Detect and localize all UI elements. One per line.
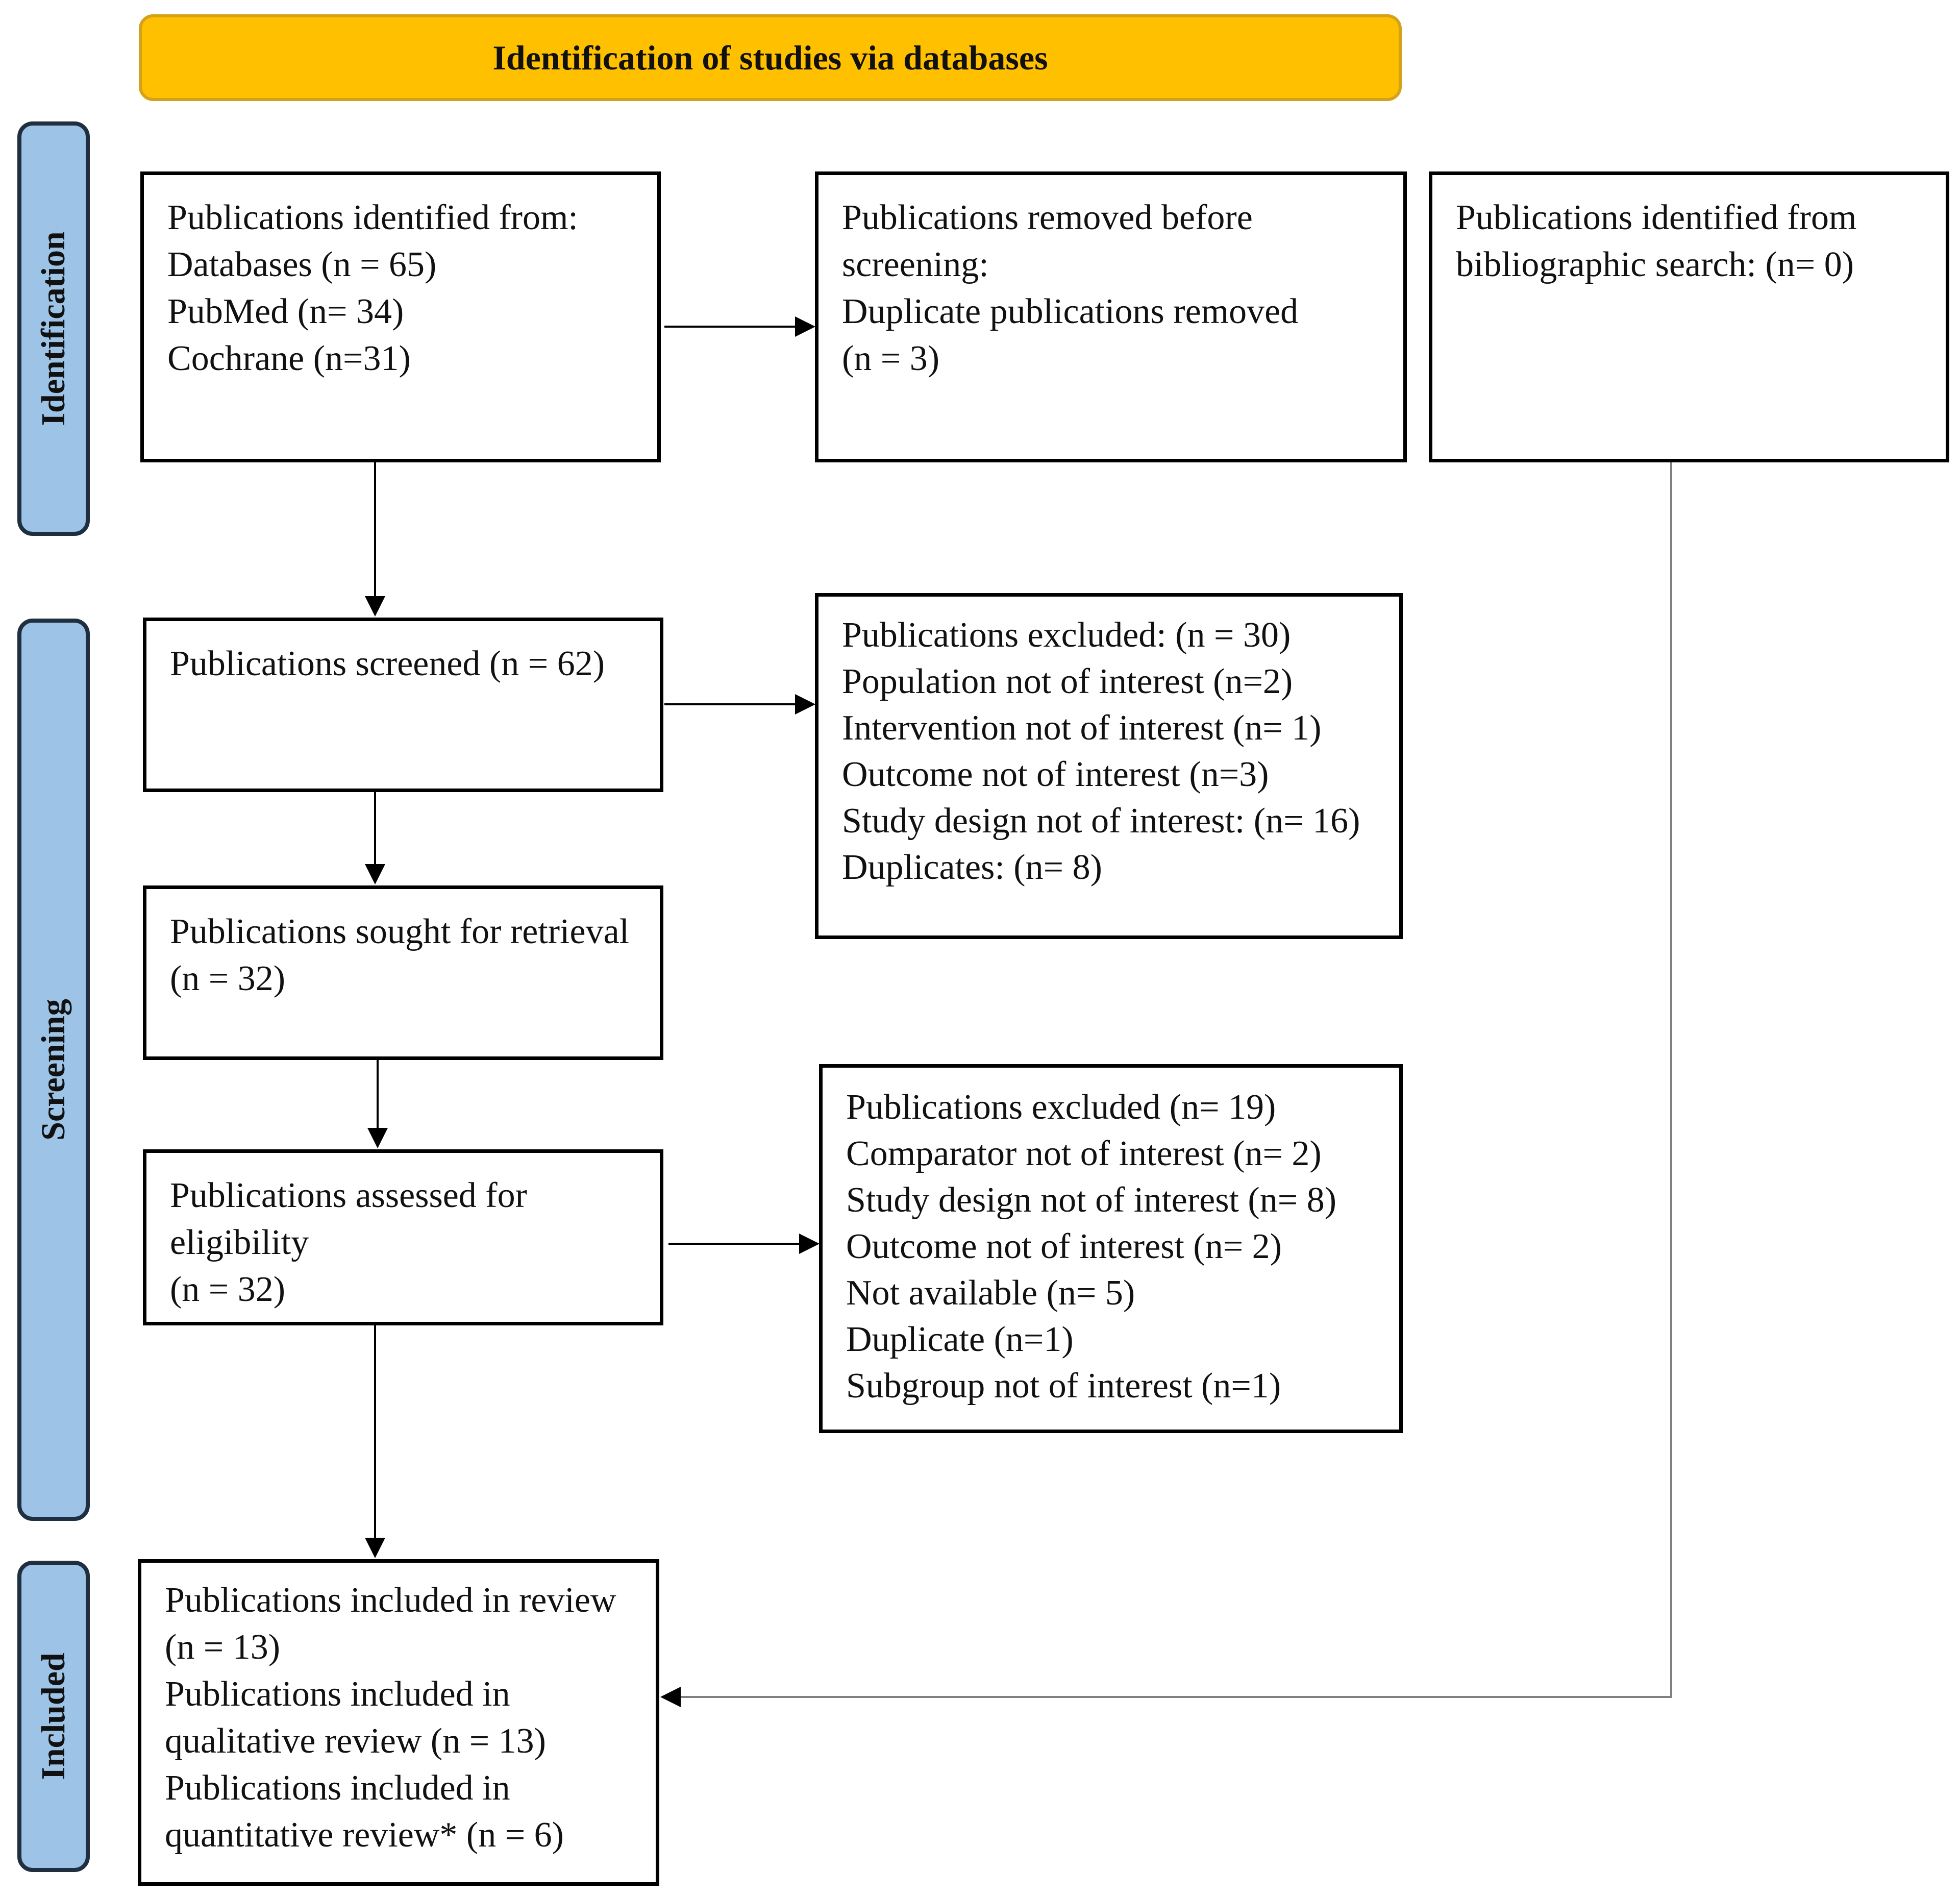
box-identified-line: Publications identified from: [167, 198, 578, 237]
box-bibliographic-line: Publications identified from [1456, 198, 1857, 237]
box-removed-line: Publications removed before [842, 198, 1253, 237]
box-screened: Publications screened (n = 62) [143, 618, 663, 792]
box-excluded-screening-line: Publications excluded: (n = 30) [842, 615, 1291, 655]
box-removed-line: screening: [842, 245, 989, 284]
stage-identification: Identification [17, 121, 90, 536]
box-removed: Publications removed before screening: D… [815, 171, 1407, 462]
box-excluded-eligibility-line: Duplicate (n=1) [846, 1320, 1074, 1359]
box-sought: Publications sought for retrieval (n = 3… [143, 885, 663, 1060]
box-removed-line: (n = 3) [842, 339, 940, 378]
box-identified-line: PubMed (n= 34) [167, 292, 404, 331]
box-assessed-line: Publications assessed for [170, 1176, 527, 1215]
box-screened-line: Publications screened (n = 62) [170, 644, 605, 683]
box-included-line: Publications included in review [165, 1581, 616, 1620]
box-bibliographic-line: bibliographic search: (n= 0) [1456, 245, 1854, 284]
box-removed-line: Duplicate publications removed [842, 292, 1299, 331]
box-excluded-eligibility-line: Publications excluded (n= 19) [846, 1088, 1276, 1127]
header-banner: Identification of studies via databases [139, 14, 1402, 101]
box-included: Publications included in review (n = 13)… [138, 1559, 659, 1886]
box-excluded-eligibility-line: Comparator not of interest (n= 2) [846, 1134, 1322, 1173]
box-sought-line: (n = 32) [170, 959, 286, 998]
box-excluded-screening-line: Intervention not of interest (n= 1) [842, 708, 1322, 748]
box-included-line: quantitative review* (n = 6) [165, 1815, 564, 1855]
box-excluded-eligibility-line: Outcome not of interest (n= 2) [846, 1227, 1282, 1266]
box-identified-line: Cochrane (n=31) [167, 339, 411, 378]
box-excluded-eligibility-line: Not available (n= 5) [846, 1273, 1135, 1313]
box-assessed-line: (n = 32) [170, 1270, 286, 1309]
box-sought-line: Publications sought for retrieval [170, 912, 630, 951]
box-excluded-eligibility: Publications excluded (n= 19) Comparator… [819, 1064, 1403, 1433]
arrow-bibliographic-to-included [660, 462, 1672, 1707]
box-excluded-eligibility-line: Subgroup not of interest (n=1) [846, 1366, 1281, 1406]
box-included-line: Publications included in [165, 1768, 510, 1808]
box-bibliographic: Publications identified from bibliograph… [1429, 171, 1949, 462]
box-included-line: Publications included in [165, 1675, 510, 1714]
box-excluded-screening-line: Study design not of interest: (n= 16) [842, 801, 1360, 841]
box-excluded-screening-line: Duplicates: (n= 8) [842, 848, 1102, 887]
box-assessed: Publications assessed for eligibility (n… [143, 1149, 663, 1325]
box-excluded-screening: Publications excluded: (n = 30) Populati… [815, 593, 1403, 939]
box-excluded-screening-line: Population not of interest (n=2) [842, 662, 1293, 701]
box-identified-line: Databases (n = 65) [167, 245, 437, 284]
box-identified: Publications identified from: Databases … [140, 171, 661, 462]
box-excluded-screening-line: Outcome not of interest (n=3) [842, 755, 1269, 794]
header-title: Identification of studies via databases [492, 38, 1048, 77]
box-included-line: (n = 13) [165, 1628, 281, 1667]
stage-included: Included [17, 1561, 90, 1872]
box-included-line: qualitative review (n = 13) [165, 1721, 546, 1761]
box-excluded-eligibility-line: Study design not of interest (n= 8) [846, 1180, 1337, 1220]
stage-screening: Screening [17, 619, 90, 1521]
box-assessed-line: eligibility [170, 1223, 309, 1262]
